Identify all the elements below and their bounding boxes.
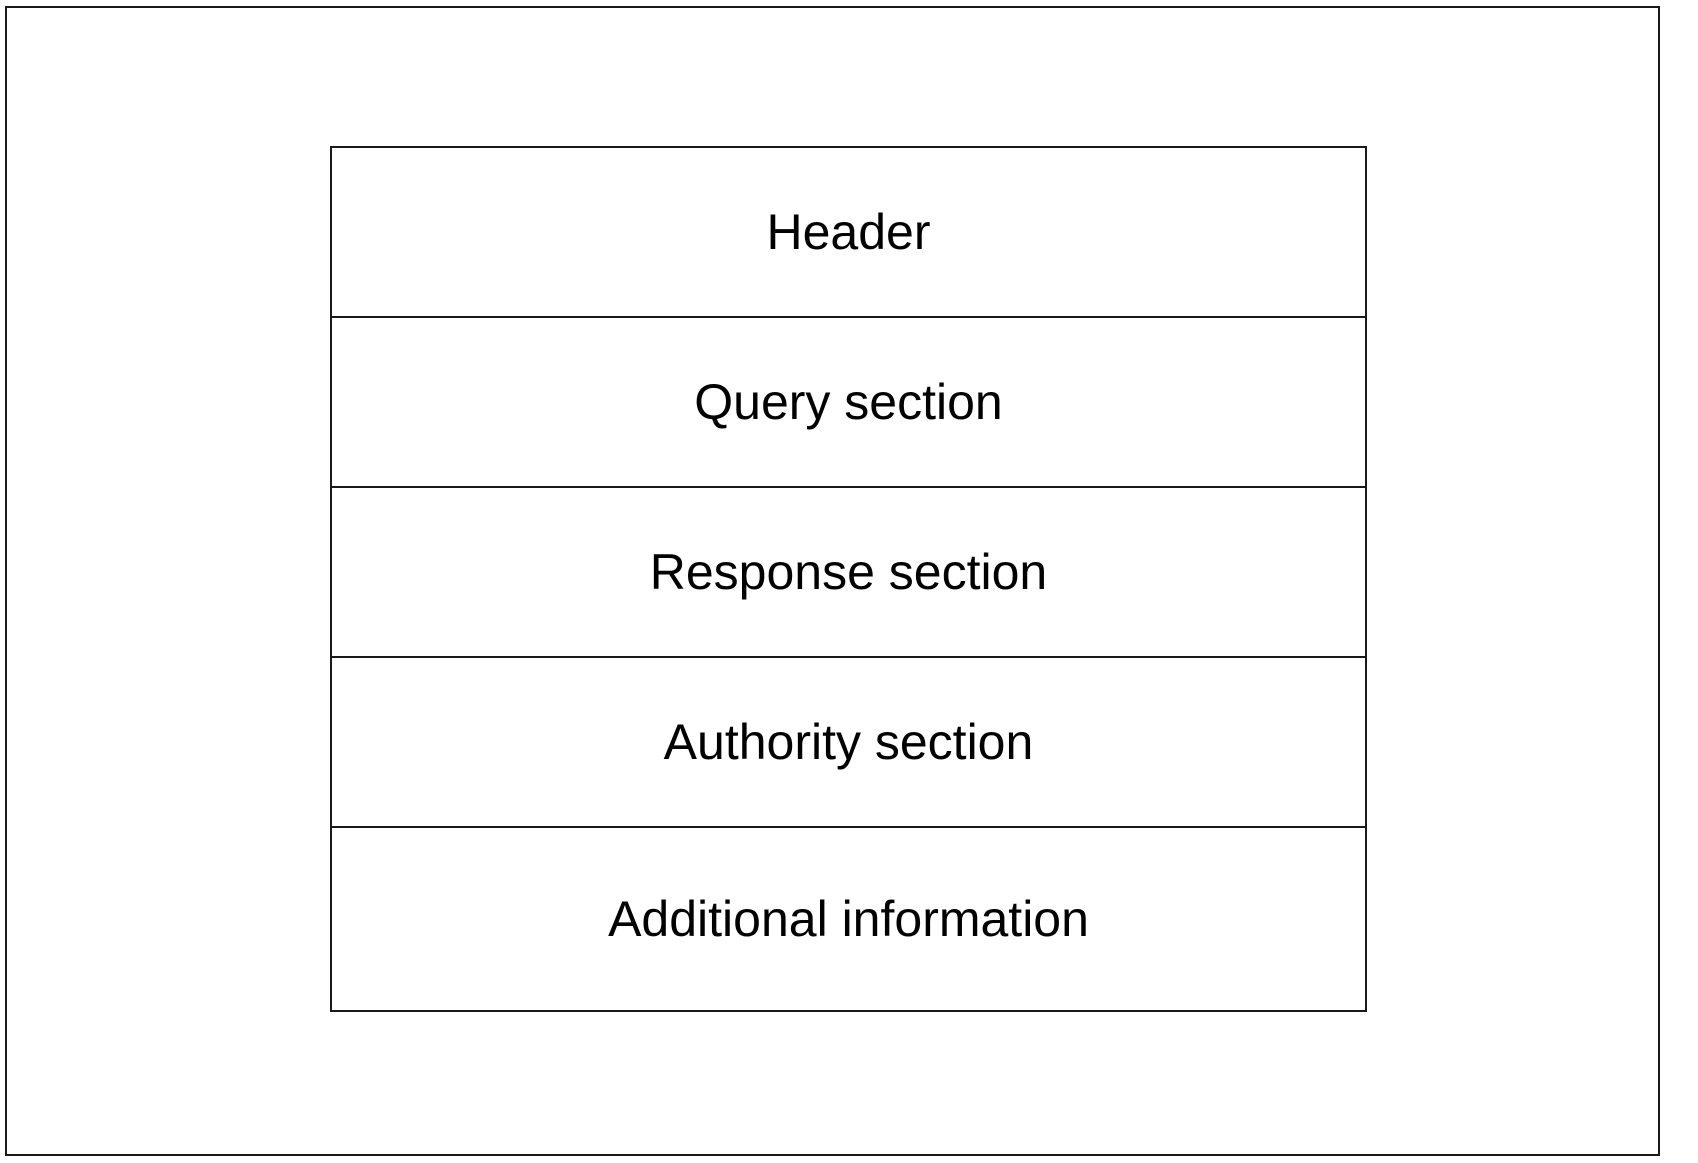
section-additional: Additional information (332, 828, 1365, 1010)
section-label: Header (766, 204, 931, 260)
section-authority: Authority section (332, 658, 1365, 828)
message-format-stack: Header Query section Response section Au… (330, 146, 1367, 1012)
section-label: Query section (694, 374, 1003, 430)
section-query: Query section (332, 318, 1365, 488)
section-header: Header (332, 148, 1365, 318)
section-label: Additional information (608, 891, 1089, 947)
section-label: Response section (649, 544, 1048, 600)
section-response: Response section (332, 488, 1365, 658)
section-label: Authority section (663, 714, 1034, 770)
outer-frame (5, 6, 1660, 1156)
